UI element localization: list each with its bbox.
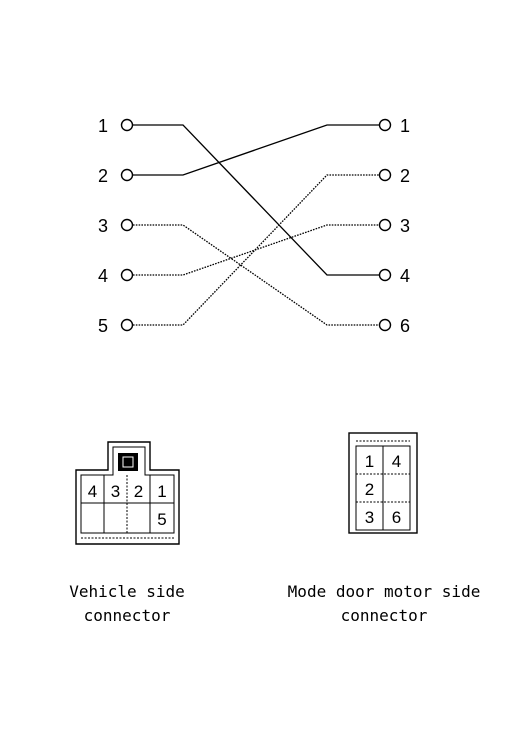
left-pin-label: 4 (98, 266, 108, 286)
left-terminal (120, 268, 134, 282)
vehicle-connector-body (75, 441, 180, 545)
vehicle-connector-inner (80, 446, 175, 534)
right-terminal (378, 168, 392, 182)
vehicle-connector-caption: connector (84, 606, 171, 625)
right-terminal (378, 268, 392, 282)
wire-5-to-2 (133, 174, 379, 326)
vehicle-cavity-number: 5 (157, 510, 166, 529)
vehicle-cavity-number: 2 (134, 482, 143, 501)
vehicle-cavity-number: 4 (88, 482, 97, 501)
vehicle-cavity-number: 1 (157, 482, 166, 501)
right-pin-label: 1 (400, 116, 410, 136)
vehicle-cavity-number: 3 (111, 482, 120, 501)
right-pin-label: 6 (400, 316, 410, 336)
right-terminal (378, 118, 392, 132)
left-terminal (120, 168, 134, 182)
right-terminal (378, 318, 392, 332)
left-pin-label: 3 (98, 216, 108, 236)
vehicle-connector-caption: Vehicle side (69, 582, 185, 601)
right-pin-label: 3 (400, 216, 410, 236)
vehicle-side-connector: 4 3 2 1 5 (75, 441, 180, 545)
right-pin-label: 2 (400, 166, 410, 186)
motor-cavity-number: 4 (392, 452, 401, 471)
left-terminal (120, 318, 134, 332)
wire-2-to-1 (133, 124, 379, 176)
wire-1-to-4 (133, 124, 379, 276)
left-terminal (120, 218, 134, 232)
right-pin-label: 4 (400, 266, 410, 286)
wire-3-to-6 (133, 224, 379, 326)
motor-connector-caption: Mode door motor side (288, 582, 481, 601)
lock-tab-inner (122, 456, 134, 468)
left-pin-label: 1 (98, 116, 108, 136)
motor-cavity-number: 1 (365, 452, 374, 471)
right-terminal (378, 218, 392, 232)
motor-connector-body (348, 432, 418, 534)
lock-tab-icon (118, 453, 138, 471)
wire-4-to-3 (133, 224, 379, 276)
left-pin-label: 2 (98, 166, 108, 186)
motor-cavity-number: 3 (365, 508, 374, 527)
left-terminal (120, 118, 134, 132)
motor-connector-caption: connector (341, 606, 428, 625)
mode-door-motor-connector: 1 4 2 3 6 (348, 432, 418, 534)
motor-cavity-number: 6 (392, 508, 401, 527)
motor-cavity-number: 2 (365, 480, 374, 499)
left-pin-label: 5 (98, 316, 108, 336)
